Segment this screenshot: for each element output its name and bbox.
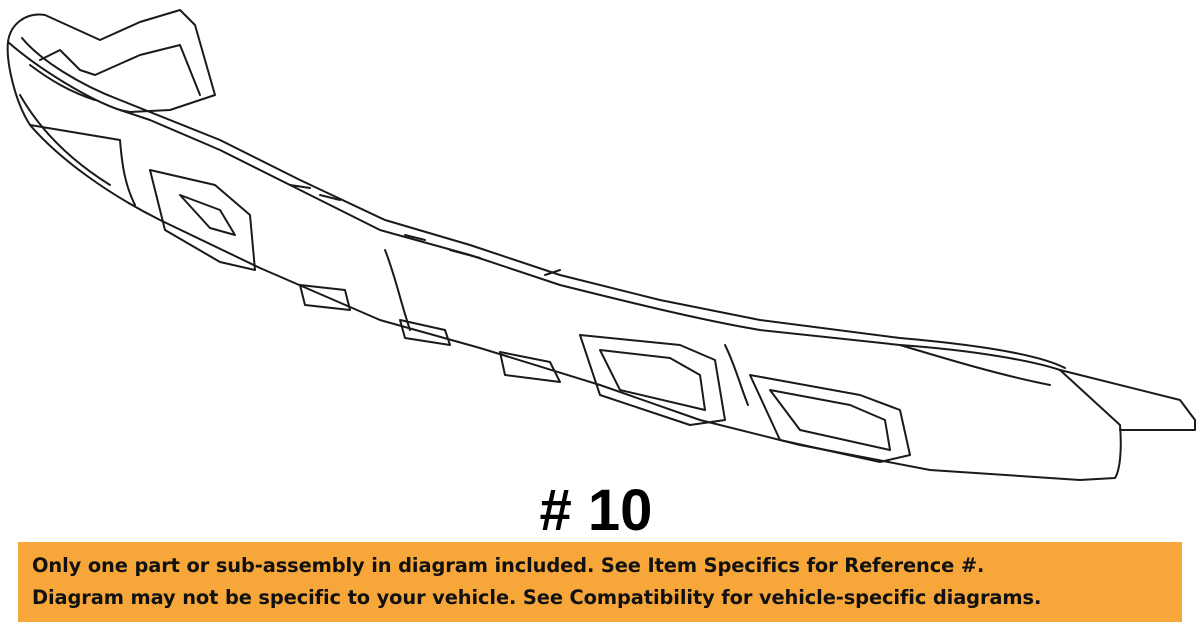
left-bracket-inner (39, 44, 201, 96)
left-bracket (7, 9, 216, 113)
disclaimer-line-1: Only one part or sub-assembly in diagram… (32, 554, 985, 577)
right-end (1059, 369, 1196, 431)
parts-diagram (6, 9, 1196, 481)
disclaimer-line-2: Diagram may not be specific to your vehi… (32, 586, 1042, 609)
disclaimer-banner: Only one part or sub-assembly in diagram… (18, 542, 1182, 622)
bumper-top-edge (21, 37, 1066, 369)
center-slot-left (299, 284, 351, 311)
left-opening (149, 169, 256, 271)
right-opening (749, 374, 911, 463)
bumper-outline (6, 41, 1122, 481)
center-slot-right (499, 351, 561, 383)
center-opening (579, 334, 726, 426)
left-flange (29, 124, 136, 206)
reference-number: # 10 (0, 478, 1200, 544)
reference-number-text: # 10 (539, 478, 653, 543)
center-slot-mid (399, 319, 451, 346)
